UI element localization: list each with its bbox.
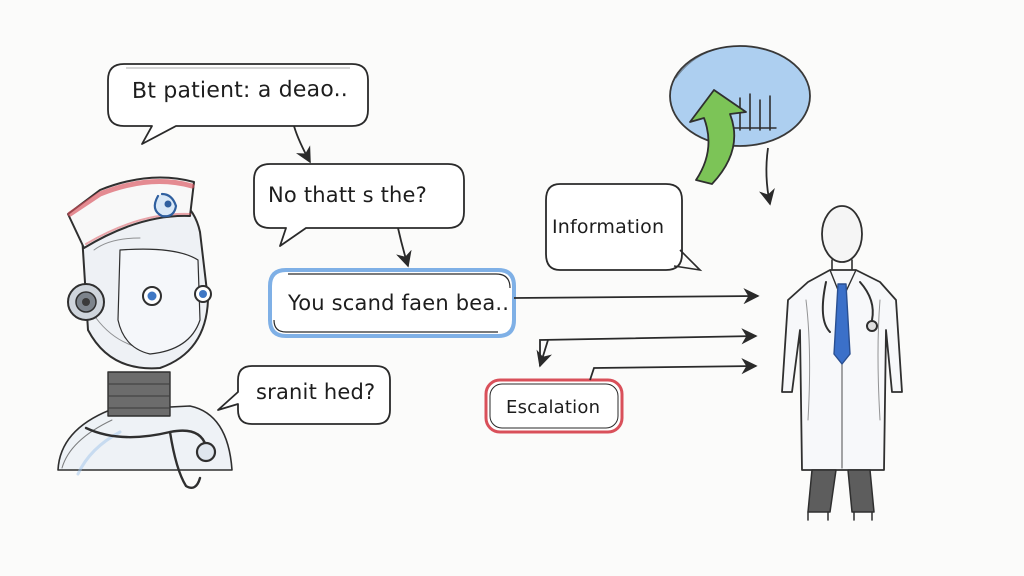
reply-speech-bubble: [268, 268, 516, 338]
arrow-patient-to-question: [293, 125, 311, 164]
doctor-tie: [833, 283, 851, 365]
question-bubble-text: No thatt s the?: [268, 183, 428, 207]
green-curved-arrow-icon: [689, 89, 747, 185]
patient-speech-bubble: [107, 63, 369, 145]
escalation-node-label: Escalation: [506, 397, 601, 418]
patient-bubble-text: Bt patient: a deao..: [131, 77, 349, 104]
doctor-stethoscope-icon: [866, 320, 878, 332]
data-cloud-icon: [669, 45, 811, 147]
followup-speech-bubble: [217, 365, 391, 425]
robot-stethoscope-icon: [195, 441, 217, 463]
information-node: [545, 183, 683, 271]
arrow-question-to-reply: [396, 227, 412, 268]
cloud-down-arrow: [759, 147, 775, 206]
doctor-figure: [781, 205, 903, 521]
escalation-node: [484, 378, 624, 434]
arrow-loop-back: [536, 339, 553, 368]
arrow-loop-to-doctor: [539, 328, 758, 366]
question-speech-bubble: [253, 163, 465, 247]
arrow-reply-to-doctor: [513, 288, 760, 305]
arrow-escalation-to-doctor: [589, 358, 758, 381]
robot-nurse-figure: [57, 176, 233, 489]
reply-bubble-text: You scand faen bea..: [288, 291, 510, 315]
information-node-label: Information: [552, 216, 665, 238]
followup-bubble-text: sranit hed?: [256, 380, 376, 404]
